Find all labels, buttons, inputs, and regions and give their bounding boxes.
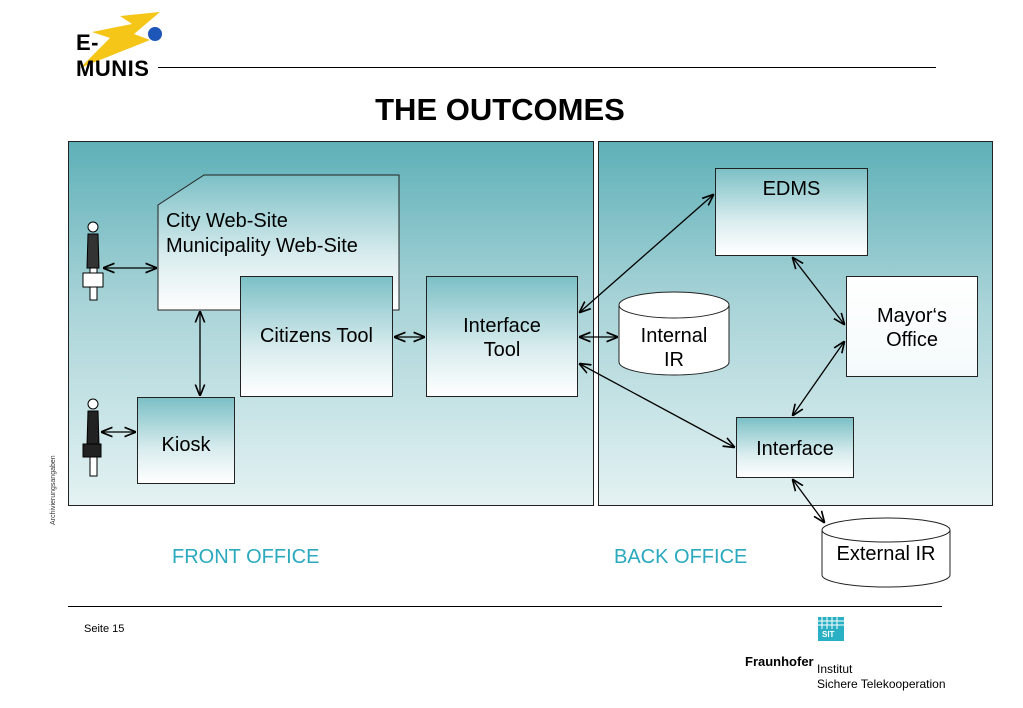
edms-label: EDMS (762, 178, 821, 200)
institute-line1: Institut (817, 662, 853, 676)
internal-ir-line1: Internal (640, 325, 708, 347)
mayors-office-line2: Office (886, 329, 938, 351)
page-number: Seite 15 (84, 623, 125, 635)
mayors-office-box: Mayor‘s Office (846, 276, 978, 377)
logo-star-icon (80, 12, 162, 68)
external-ir-cylinder (821, 517, 951, 588)
external-ir-label: External IR (836, 543, 936, 565)
internal-ir-line2: IR (664, 349, 684, 371)
website-label-line2: Municipality Web-Site (166, 235, 358, 257)
kiosk-box: Kiosk (137, 397, 235, 484)
interface-tool-box: Interface Tool (426, 276, 578, 397)
edms-box: EDMS (715, 168, 868, 256)
mayors-office-label: Mayor‘s Office (847, 304, 977, 352)
interface-tool-label: Interface Tool (427, 314, 577, 362)
sit-badge-icon (818, 617, 844, 641)
citizens-tool-box: Citizens Tool (240, 276, 393, 397)
interface-label: Interface (756, 438, 834, 460)
person-citizen-icon (82, 221, 104, 301)
interface-box: Interface (736, 417, 854, 478)
internal-ir-label: Internal IR (619, 324, 729, 372)
front-office-label: FRONT OFFICE (172, 546, 320, 568)
fraunhofer-text: Fraunhofer (745, 654, 814, 669)
arrow-edms-mayors-office (793, 258, 844, 324)
arrow-interface-tool-edms (580, 195, 713, 312)
citizens-tool-label: Citizens Tool (259, 325, 374, 347)
arrow-interface-tool-interface (580, 364, 734, 447)
institute-text: Institut Sichere Telekooperation (817, 662, 946, 692)
arrow-mayors-office-interface (793, 342, 844, 415)
back-office-label: BACK OFFICE (614, 546, 748, 568)
website-label: City Web-Site Municipality Web-Site (166, 209, 358, 259)
website-label-line1: City Web-Site (166, 210, 288, 232)
kiosk-label: Kiosk (161, 434, 211, 456)
interface-tool-line1: Interface (463, 315, 541, 337)
interface-tool-line2: Tool (483, 339, 521, 361)
logo: E-MUNIS (72, 10, 172, 81)
logo-text: E-MUNIS (76, 30, 150, 81)
sit-badge-text: SIT (822, 630, 835, 639)
person-citizen-2-icon (82, 398, 102, 477)
mayors-office-line1: Mayor‘s (876, 305, 947, 327)
page-title: THE OUTCOMES (375, 92, 625, 127)
institute-line2: Sichere Telekooperation (817, 677, 946, 691)
footer-rule (68, 606, 942, 607)
archive-note: Archivierungsangaben (50, 455, 57, 525)
arrow-interface-external-ir (793, 480, 824, 522)
header-rule (158, 67, 936, 68)
